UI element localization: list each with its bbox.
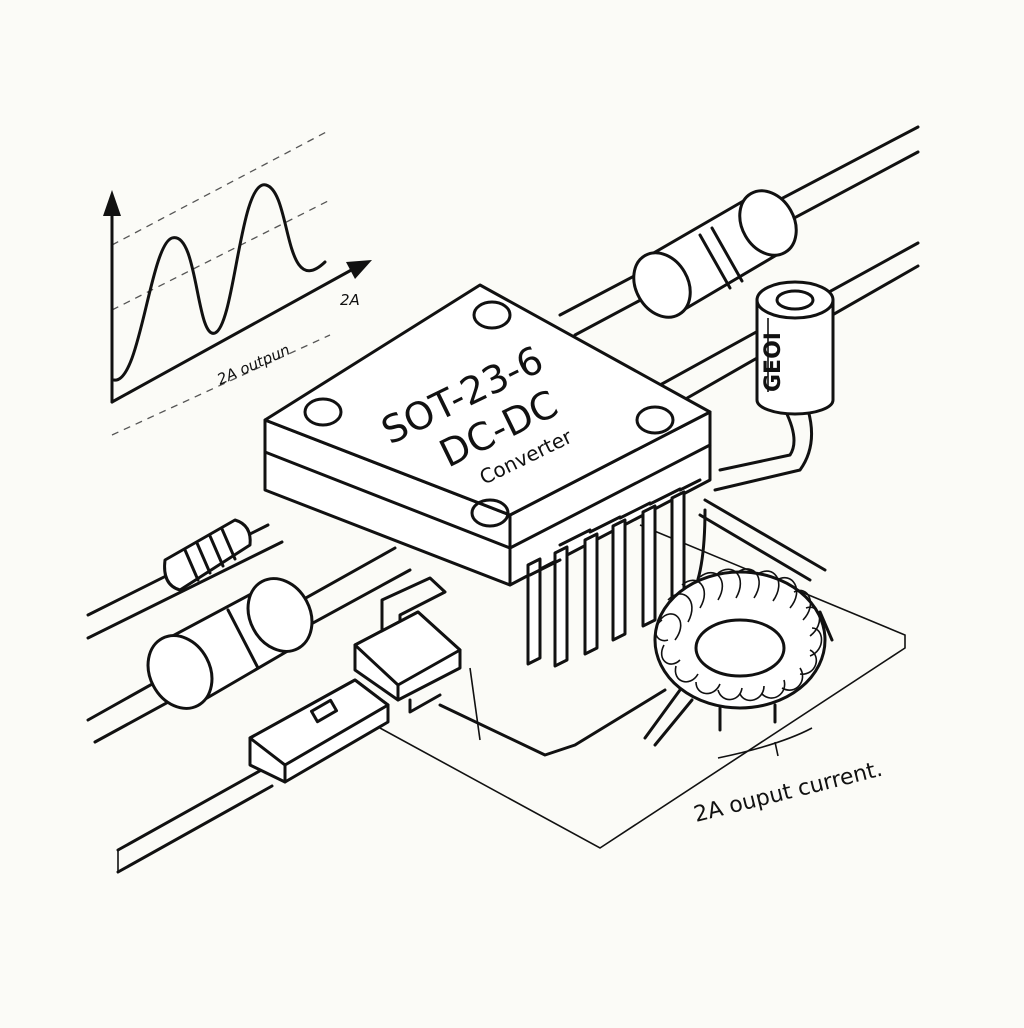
waveform-gridline <box>111 129 331 246</box>
mounting-hole <box>303 397 343 427</box>
chip-pin <box>583 532 599 656</box>
capacitor: GEOI <box>713 280 835 492</box>
dc-dc-chip: SOT-23-6 DC-DC Converter <box>263 283 712 587</box>
board-edge <box>469 667 481 741</box>
chip-pin <box>553 545 569 668</box>
waveform-axis-label: 2A <box>340 291 360 309</box>
inductor-lead <box>818 610 834 642</box>
output-current-label: 2A ouput current. <box>691 757 885 828</box>
toroid-inductor <box>643 568 834 747</box>
pin-joints <box>528 478 702 577</box>
capacitor-lead <box>718 408 796 472</box>
waveform-curve <box>112 183 327 382</box>
waveform-gridline <box>111 199 331 311</box>
chip-pins <box>526 478 702 668</box>
inductor-lead <box>643 688 694 747</box>
x-axis-arrow-icon <box>346 260 372 279</box>
wire <box>703 498 827 572</box>
waveform-gridline <box>111 334 331 436</box>
chip-edge <box>508 443 712 550</box>
plug-connector <box>248 678 390 784</box>
trace <box>438 688 667 757</box>
mounting-hole <box>635 405 675 435</box>
board-outline <box>379 524 906 849</box>
chip-edge <box>263 450 512 550</box>
wire <box>116 784 274 874</box>
mounting-hole <box>470 498 510 528</box>
chip-pin <box>526 557 542 666</box>
y-axis-arrow-icon <box>103 190 121 216</box>
chip-pin <box>611 518 627 642</box>
mounting-hole <box>472 300 512 330</box>
smd-part <box>353 576 462 714</box>
waveform-x-axis <box>110 266 357 404</box>
diode-left <box>146 577 314 710</box>
wire <box>116 766 267 852</box>
resistor <box>163 518 252 592</box>
wire <box>86 540 284 640</box>
capacitor-marking: GEOI <box>761 332 786 392</box>
chip-pin <box>641 504 657 628</box>
waveform-output-label: 2A outpun <box>214 341 292 389</box>
capacitor-lead <box>713 408 814 492</box>
diode-top <box>632 189 798 319</box>
chip-top-face <box>263 283 712 517</box>
output-current-annotation: 2A ouput current. <box>691 727 885 828</box>
annotation-tick-line <box>717 727 813 759</box>
wire <box>698 513 812 582</box>
